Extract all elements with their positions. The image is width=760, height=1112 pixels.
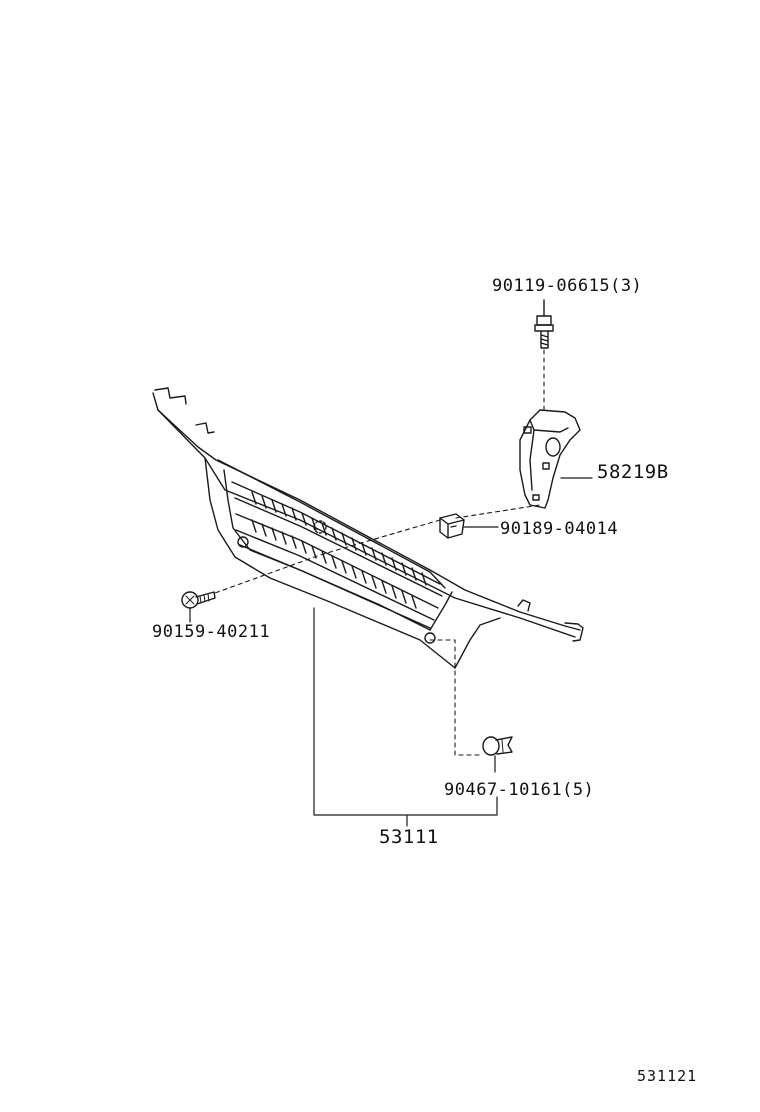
clip-90467-icon (482, 736, 513, 756)
part-label-bolt: 90119-06615(3) (492, 276, 643, 296)
clip-nut-90189-icon (439, 513, 465, 539)
leader-lines (189, 477, 593, 827)
radiator-grille (152, 387, 584, 669)
part-label-grille: 53111 (379, 826, 439, 848)
part-label-clip: 90467-10161(5) (444, 780, 595, 800)
bracket-58219b (519, 409, 581, 509)
part-label-bracket: 58219B (597, 461, 669, 483)
part-label-screw: 90159-40211 (152, 622, 271, 642)
part-label-clip-nut: 90189-04014 (500, 519, 619, 539)
screw-90159-icon (181, 591, 216, 609)
assembly-dashed-lines (214, 349, 545, 756)
figure-code: 531121 (637, 1067, 698, 1085)
bolt-90119-icon (534, 299, 554, 349)
